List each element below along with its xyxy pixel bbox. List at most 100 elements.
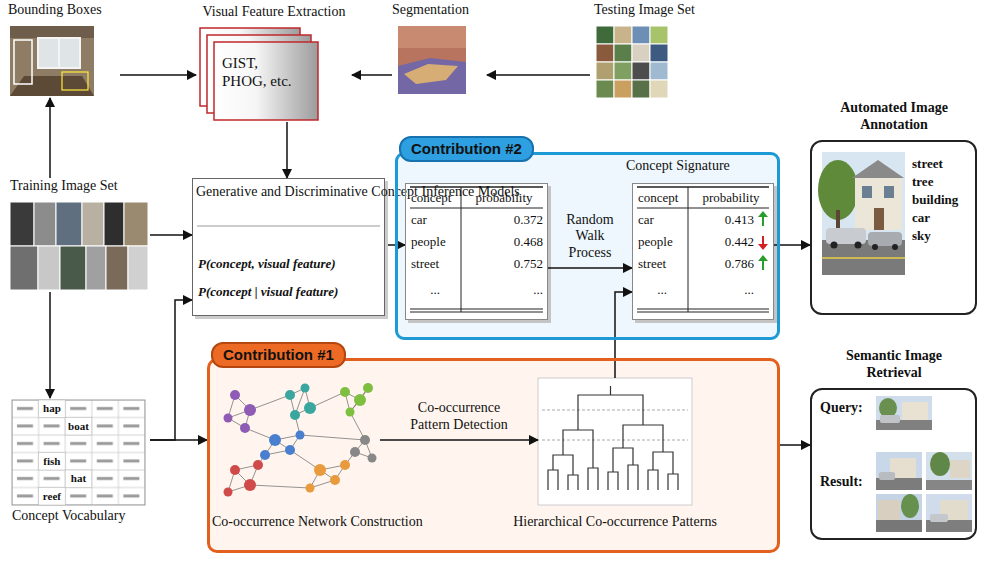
result-photo bbox=[926, 494, 972, 532]
edge-label: Co-occurrence Pattern Detection bbox=[409, 400, 509, 434]
table-cell: ... bbox=[638, 282, 686, 298]
training-image-collage bbox=[38, 246, 60, 290]
segmentation-photo bbox=[398, 26, 466, 94]
network-graph bbox=[363, 383, 373, 393]
street-photo bbox=[826, 228, 866, 244]
network-graph bbox=[224, 488, 233, 497]
testing-image-grid bbox=[596, 62, 614, 80]
arrow-connector bbox=[548, 267, 632, 269]
testing-image-grid bbox=[596, 80, 614, 98]
image-panel: Testing Image Set bbox=[590, 2, 720, 102]
training-image-collage bbox=[56, 202, 82, 246]
contribution-tab: Contribution #1 bbox=[211, 342, 346, 368]
vocabulary-grid bbox=[39, 488, 66, 506]
query-photo bbox=[876, 396, 932, 430]
network-graph bbox=[285, 390, 295, 400]
image-panel: Training Image Set bbox=[8, 178, 150, 292]
query-label: Query: bbox=[820, 400, 863, 417]
result-photo bbox=[930, 514, 948, 522]
network-graph bbox=[296, 431, 305, 440]
network-graph bbox=[224, 383, 377, 497]
table-rule bbox=[410, 312, 543, 313]
network-graph bbox=[301, 384, 310, 393]
vocabulary-grid bbox=[12, 400, 145, 505]
dendrogram bbox=[538, 378, 692, 505]
vocabulary-word: fish bbox=[39, 454, 66, 469]
table-cell: street bbox=[638, 256, 686, 272]
arrow-connector bbox=[49, 292, 51, 398]
network-graph bbox=[244, 479, 256, 491]
room-photo bbox=[10, 76, 94, 96]
table-header: concept bbox=[638, 190, 686, 206]
change-arrow bbox=[758, 211, 768, 217]
figure-panel: Co-occurrence Network Construction bbox=[215, 378, 380, 505]
street-photo bbox=[855, 242, 862, 249]
table-cell: car bbox=[411, 212, 459, 228]
vocabulary-word: hap bbox=[39, 401, 66, 416]
result-photo bbox=[926, 480, 972, 490]
network-graph bbox=[228, 388, 372, 492]
room-photo bbox=[62, 72, 88, 90]
segmentation-photo bbox=[398, 26, 466, 94]
image-panel: Bounding Boxes bbox=[8, 2, 120, 98]
network-graph bbox=[290, 410, 300, 420]
training-image-collage bbox=[10, 202, 34, 246]
arrow-connector bbox=[286, 122, 288, 178]
room-photo bbox=[14, 40, 32, 84]
table-cell: street bbox=[411, 256, 459, 272]
testing-image-grid bbox=[650, 44, 668, 62]
street-photo bbox=[822, 257, 905, 259]
panel-fill bbox=[192, 178, 385, 316]
annotation-word: street bbox=[912, 156, 972, 172]
panel-fill bbox=[192, 140, 977, 553]
output-box: Semantic Image RetrievalQuery:Result: bbox=[810, 388, 977, 540]
training-image-collage bbox=[124, 202, 148, 246]
process-box: Generative and Discriminative Concept In… bbox=[192, 178, 385, 316]
annotation-word: tree bbox=[912, 174, 972, 190]
network-graph bbox=[340, 460, 350, 470]
table-heading: Concept Signature bbox=[626, 158, 776, 175]
table-rule bbox=[637, 312, 769, 313]
testing-image-grid bbox=[650, 80, 668, 98]
training-image-collage bbox=[104, 202, 124, 246]
divider-line bbox=[197, 226, 380, 227]
panel-heading: Bounding Boxes bbox=[8, 2, 120, 19]
table-header: concept bbox=[411, 190, 459, 206]
result-photo bbox=[876, 452, 922, 490]
vocabulary-grid bbox=[65, 470, 92, 488]
testing-image-grid bbox=[614, 26, 632, 44]
vocabulary-grid bbox=[39, 453, 66, 471]
network-graph bbox=[285, 445, 295, 455]
table-cell: 0.413 bbox=[692, 212, 754, 228]
street-photo bbox=[831, 242, 838, 249]
testing-image-grid bbox=[632, 80, 650, 98]
annotation-word: building bbox=[912, 192, 972, 208]
street-photo bbox=[884, 186, 894, 198]
result-photo bbox=[930, 452, 950, 476]
table-rule bbox=[410, 186, 543, 188]
street-photo bbox=[855, 178, 902, 230]
table-cell: 0.468 bbox=[465, 234, 543, 250]
table-rule bbox=[637, 186, 769, 188]
result-label: Result: bbox=[820, 474, 863, 491]
street-photo bbox=[892, 244, 898, 250]
table-cell: people bbox=[638, 234, 686, 250]
figure-caption: Hierarchical Co-occurrence Patterns bbox=[488, 514, 742, 531]
street-photo bbox=[868, 232, 902, 246]
dendrogram bbox=[542, 440, 688, 441]
table-cell: people bbox=[411, 234, 459, 250]
room-photo bbox=[10, 26, 94, 96]
change-arrow bbox=[758, 255, 768, 261]
stacked-pages bbox=[214, 42, 318, 120]
table-header: probability bbox=[692, 190, 770, 206]
table-rule bbox=[410, 208, 543, 209]
query-photo bbox=[902, 402, 928, 420]
network-graph bbox=[230, 465, 240, 475]
network-graph bbox=[346, 408, 355, 417]
arrow-connector bbox=[487, 74, 590, 76]
network-graph bbox=[230, 390, 240, 400]
testing-image-grid bbox=[596, 26, 614, 44]
vocabulary-grid bbox=[65, 418, 92, 436]
result-photo bbox=[901, 494, 919, 518]
segmentation-photo bbox=[404, 64, 458, 84]
